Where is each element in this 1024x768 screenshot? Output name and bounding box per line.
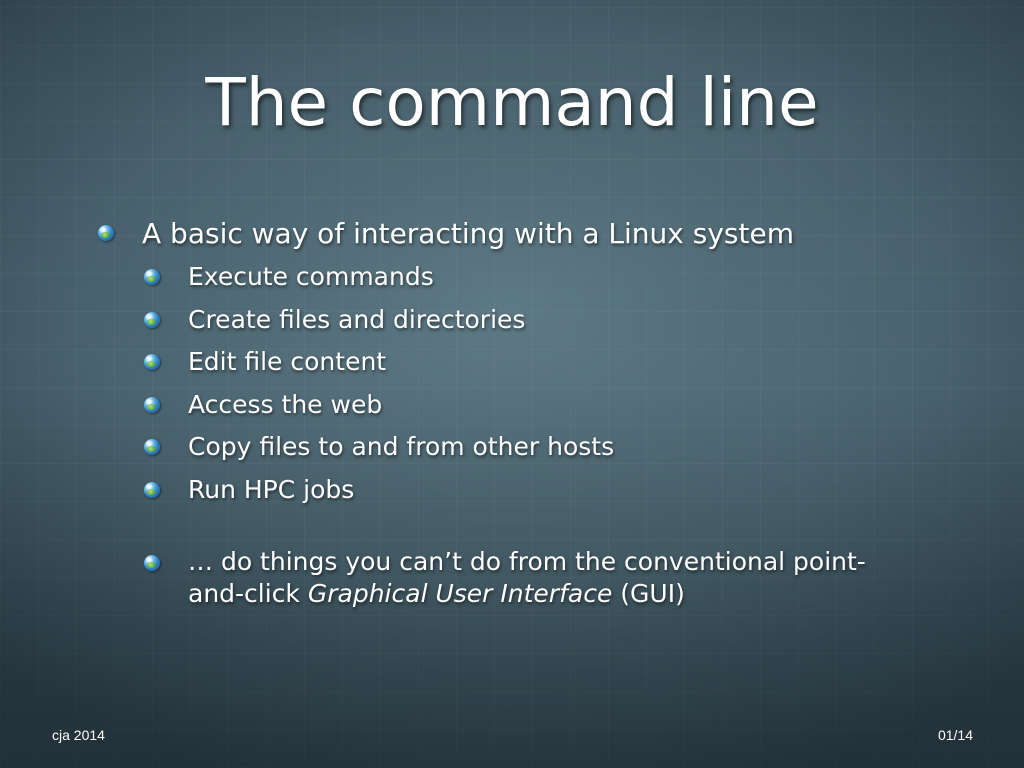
bullet-text: A basic way of interacting with a Linux … bbox=[142, 217, 794, 250]
globe-bullet-icon bbox=[144, 354, 160, 371]
sub-bullet-item: Edit file content bbox=[144, 341, 938, 384]
globe-bullet-icon bbox=[144, 439, 160, 456]
globe-bullet-icon bbox=[144, 481, 160, 498]
sub-bullet-list: Execute commands Create files and direct… bbox=[144, 256, 938, 610]
slide-number: 01/14 bbox=[937, 727, 973, 743]
globe-bullet-icon bbox=[144, 396, 160, 413]
sub-bullet-text: Run HPC jobs bbox=[188, 474, 355, 504]
globe-bullet-icon bbox=[144, 554, 160, 571]
globe-bullet-icon bbox=[144, 311, 160, 328]
gui-text-pre: … do things you can’t do from the conven… bbox=[188, 546, 866, 608]
slide-title: The command line bbox=[205, 64, 819, 141]
sub-bullet-item: Create files and directories bbox=[144, 299, 938, 342]
bullet-item-main: A basic way of interacting with a Linux … bbox=[98, 212, 938, 256]
sub-bullet-item: Run HPC jobs bbox=[144, 469, 938, 512]
sub-bullet-text: Create files and directories bbox=[188, 304, 526, 334]
bullet-list: A basic way of interacting with a Linux … bbox=[98, 212, 938, 610]
footer-author: cja 2014 bbox=[52, 727, 105, 743]
sub-bullet-item: Copy files to and from other hosts bbox=[144, 426, 938, 469]
sub-bullet-text: Access the web bbox=[188, 389, 383, 419]
sub-bullet-item-gui: … do things you can’t do from the conven… bbox=[144, 546, 938, 610]
sub-bullet-text: Execute commands bbox=[188, 262, 434, 291]
gui-text-italic: Graphical User Interface bbox=[307, 578, 613, 608]
sub-bullet-text: Edit file content bbox=[188, 347, 387, 377]
gui-text-post: (GUI) bbox=[612, 578, 685, 608]
sub-bullet-item: Execute commands bbox=[144, 256, 938, 299]
globe-bullet-icon bbox=[144, 269, 160, 285]
sub-bullet-text: Copy files to and from other hosts bbox=[188, 432, 615, 462]
gui-bullet-text: … do things you can’t do from the conven… bbox=[188, 546, 908, 610]
globe-bullet-icon bbox=[98, 225, 114, 241]
sub-bullet-item: Access the web bbox=[144, 384, 938, 427]
